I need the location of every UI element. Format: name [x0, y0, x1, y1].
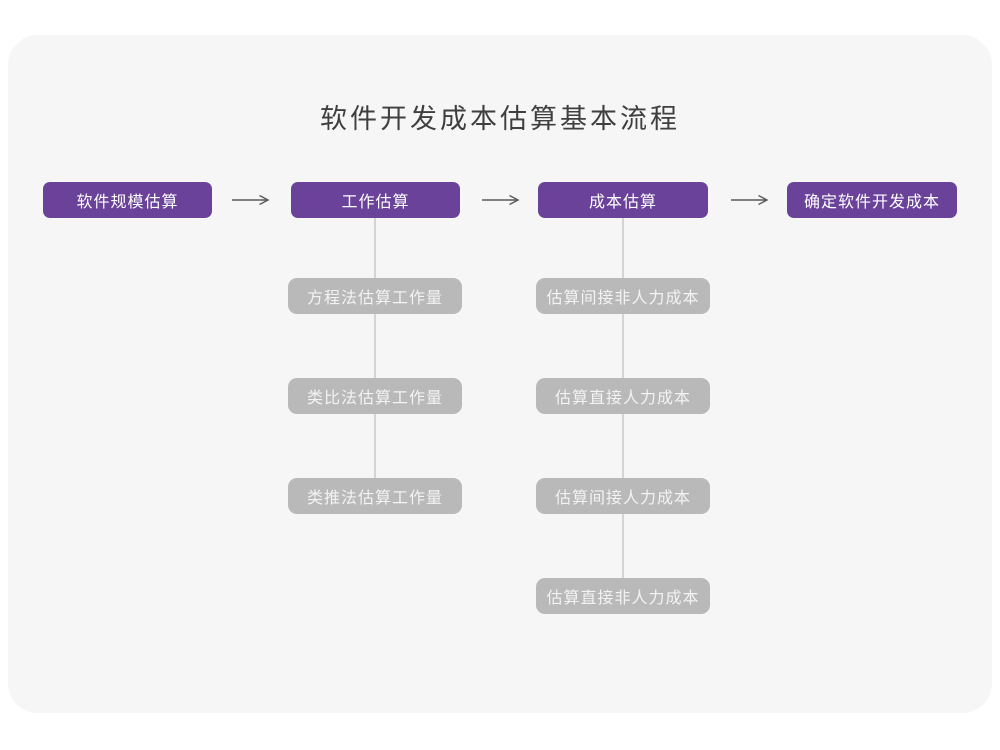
sub-node-indirect-labor-cost: 估算间接人力成本 — [536, 478, 710, 514]
stage-node-software-scale-estimation: 软件规模估算 — [43, 182, 212, 218]
stage-node-work-estimation: 工作估算 — [291, 182, 460, 218]
sub-node-extrapolation-method-workload: 类推法估算工作量 — [288, 478, 462, 514]
diagram-title: 软件开发成本估算基本流程 — [320, 104, 680, 134]
stage-node-cost-estimation: 成本估算 — [538, 182, 708, 218]
sub-node-equation-method-workload: 方程法估算工作量 — [288, 278, 462, 314]
arrow-right-icon — [731, 194, 769, 206]
arrow-right-icon — [482, 194, 520, 206]
connector-line-work-estimation — [374, 218, 376, 482]
flowchart-card — [8, 35, 992, 713]
sub-node-direct-labor-cost: 估算直接人力成本 — [536, 378, 710, 414]
sub-node-direct-nonlabor-cost: 估算直接非人力成本 — [536, 578, 710, 614]
arrow-right-icon — [232, 194, 270, 206]
stage-node-determine-development-cost: 确定软件开发成本 — [787, 182, 957, 218]
sub-node-analogy-method-workload: 类比法估算工作量 — [288, 378, 462, 414]
sub-node-indirect-nonlabor-cost: 估算间接非人力成本 — [536, 278, 710, 314]
